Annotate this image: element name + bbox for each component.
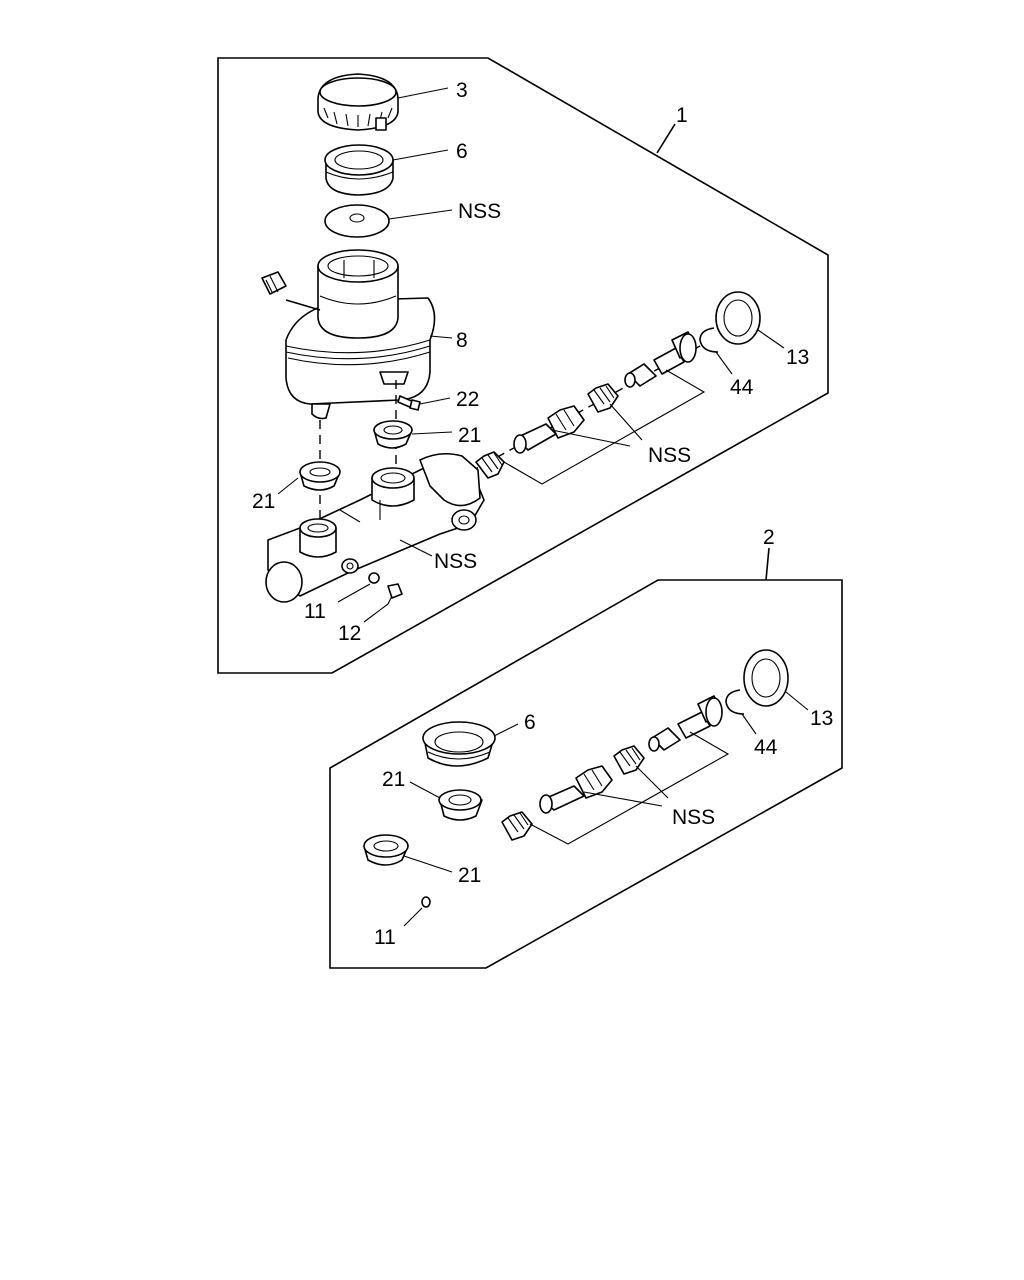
leader-grommet-right [411, 431, 453, 435]
bracket-piston-set-1-mid [551, 429, 631, 447]
label-grommet-right: 21 [458, 424, 481, 447]
leader-body [399, 539, 433, 557]
bracket-piston-set-1 [503, 369, 706, 485]
callout-1-label: 1 [676, 104, 688, 127]
bleeder-bolt [387, 583, 403, 605]
label-body: NSS [434, 550, 477, 573]
grommet-upper [373, 420, 413, 449]
grommet-lower [299, 461, 341, 491]
label-plate: NSS [458, 200, 501, 223]
label-grommet-left: 21 [252, 490, 275, 513]
leader-plate [388, 209, 453, 220]
leader-bolt [363, 603, 389, 623]
assembly-1-frame [217, 57, 829, 674]
label-reservoir: 8 [456, 329, 468, 352]
bracket-piston-set-2-mid2 [635, 765, 669, 799]
leader-boot-2 [785, 691, 809, 711]
piston-set-1 [475, 331, 697, 479]
bracket-piston-set-2 [529, 731, 730, 845]
grommet-2-lower [363, 834, 409, 866]
piston-boot-2 [743, 649, 789, 707]
label-cap-seal-2: 6 [524, 711, 536, 734]
leader-screw [419, 397, 451, 405]
label-boot-2: 13 [810, 707, 833, 730]
reservoir-tank [261, 249, 436, 420]
leader-boot-1 [757, 329, 785, 349]
callout-2-label: 2 [763, 526, 775, 549]
cylinder-body [265, 452, 485, 603]
washer-2 [421, 896, 431, 908]
snap-ring-1 [699, 327, 719, 353]
label-piston-set-1: NSS [648, 444, 691, 467]
label-washer-2: 11 [374, 926, 396, 949]
snap-ring-2 [725, 689, 745, 715]
cap-seal-2 [422, 721, 496, 767]
leader-cap-seal-1 [392, 149, 449, 161]
washer-1 [368, 572, 380, 584]
grommet-2-upper [438, 789, 483, 821]
leader-cap-seal-2 [493, 723, 519, 737]
leader-cap [397, 87, 449, 99]
piston-set-2 [501, 695, 723, 841]
label-boot-1: 13 [786, 346, 809, 369]
bracket-piston-set-1-mid2 [609, 403, 643, 441]
label-grommet-2-lower: 21 [458, 864, 481, 887]
callout-1-leader [656, 123, 676, 154]
leader-washer-2 [403, 907, 423, 927]
cap-seal [324, 144, 394, 196]
leader-reservoir [429, 335, 453, 339]
strainer-plate [324, 204, 390, 238]
label-cap-seal-1: 6 [456, 140, 468, 163]
leader-snap-ring-1 [715, 351, 733, 375]
piston-boot-1 [715, 291, 761, 345]
label-piston-set-2: NSS [672, 806, 715, 829]
assembly-2-frame [329, 579, 843, 969]
label-bolt: 12 [338, 622, 361, 645]
leader-grommet-left [277, 477, 299, 495]
leader-grommet-2-upper [409, 781, 441, 799]
label-snap-ring-2: 44 [754, 736, 778, 759]
label-screw: 22 [456, 388, 479, 411]
leader-washer-1 [337, 583, 371, 603]
leader-snap-ring-2 [741, 713, 757, 735]
label-grommet-2-upper: 21 [382, 768, 405, 791]
bracket-piston-set-2-mid [583, 791, 663, 807]
label-snap-ring-1: 44 [730, 376, 754, 399]
leader-grommet-2-lower [403, 855, 453, 873]
label-washer-1: 11 [304, 600, 326, 623]
reservoir-cap [317, 73, 399, 131]
reservoir-screw [397, 395, 421, 411]
label-cap: 3 [456, 79, 468, 102]
callout-2-leader [765, 547, 770, 581]
